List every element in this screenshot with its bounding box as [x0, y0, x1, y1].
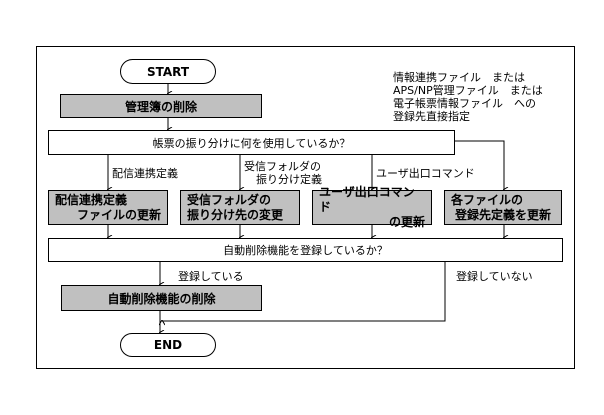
branch-1-condition: 配信連携定義 — [112, 167, 178, 180]
delete-ledger-step: 管理簿の削除 — [60, 94, 262, 118]
yes-label-text: 登録している — [178, 270, 244, 283]
branch-1-condition-text: 配信連携定義 — [112, 167, 178, 180]
connector-no — [162, 262, 446, 321]
step-line: 各ファイルの — [451, 192, 524, 207]
sort-method-question: 帳票の振り分けに何を使用しているか？ — [152, 136, 351, 150]
update-user-exit-command-step: ユーザ出口コマンド の更新 — [312, 185, 432, 229]
autodelete-decision: 自動削除機能を登録しているか？ — [48, 238, 563, 262]
branch-2-condition-line: 振り分け定義 — [256, 173, 322, 186]
update-file-destination-step: 各ファイルの 登録先定義を更新 — [444, 190, 562, 225]
no-label: 登録していない — [456, 270, 533, 283]
delete-autodelete-label: 自動削除機能の削除 — [107, 291, 216, 306]
branch-2-condition: 受信フォルダの 振り分け定義 — [244, 160, 322, 186]
step-line: 振り分け先の変更 — [187, 207, 284, 222]
branch-4-condition-line: 情報連携ファイル または — [393, 71, 525, 84]
step-line: 登録先定義を更新 — [455, 207, 552, 222]
end-label: END — [153, 338, 183, 352]
branch-3-condition: ユーザ出口コマンド — [376, 167, 475, 180]
step-line: 配信連携定義 — [55, 192, 128, 207]
change-receive-folder-step: 受信フォルダの 振り分け先の変更 — [180, 190, 300, 225]
branch-4-condition-line: 電子帳票情報ファイル への — [393, 97, 536, 110]
yes-label: 登録している — [178, 270, 244, 283]
end-terminal: END — [120, 333, 216, 357]
start-label: START — [146, 64, 190, 79]
sort-method-decision: 帳票の振り分けに何を使用しているか？ — [48, 130, 455, 155]
step-line: 受信フォルダの — [187, 192, 272, 207]
start-terminal: START — [120, 59, 216, 84]
branch-2-condition-line: 受信フォルダの — [244, 160, 321, 173]
branch-3-condition-text: ユーザ出口コマンド — [376, 167, 475, 180]
delete-ledger-label: 管理簿の削除 — [124, 99, 197, 114]
branch-4-condition-line: 登録先直接指定 — [393, 110, 470, 123]
branch-4-condition: 情報連携ファイル または APS/NP管理ファイル または 電子帳票情報ファイル… — [393, 71, 543, 123]
connector-branch-4 — [455, 140, 504, 190]
update-delivery-definition-step: 配信連携定義 ファイルの更新 — [48, 190, 168, 225]
step-line: ユーザ出口コマンド — [319, 185, 415, 214]
autodelete-question: 自動削除機能を登録しているか？ — [223, 244, 388, 257]
no-label-text: 登録していない — [456, 270, 533, 283]
delete-autodelete-step: 自動削除機能の削除 — [61, 285, 262, 311]
step-line: ファイルの更新 — [76, 207, 161, 222]
diagram-frame — [36, 46, 575, 369]
branch-4-condition-line: APS/NP管理ファイル または — [393, 84, 543, 97]
step-line: の更新 — [388, 215, 425, 229]
